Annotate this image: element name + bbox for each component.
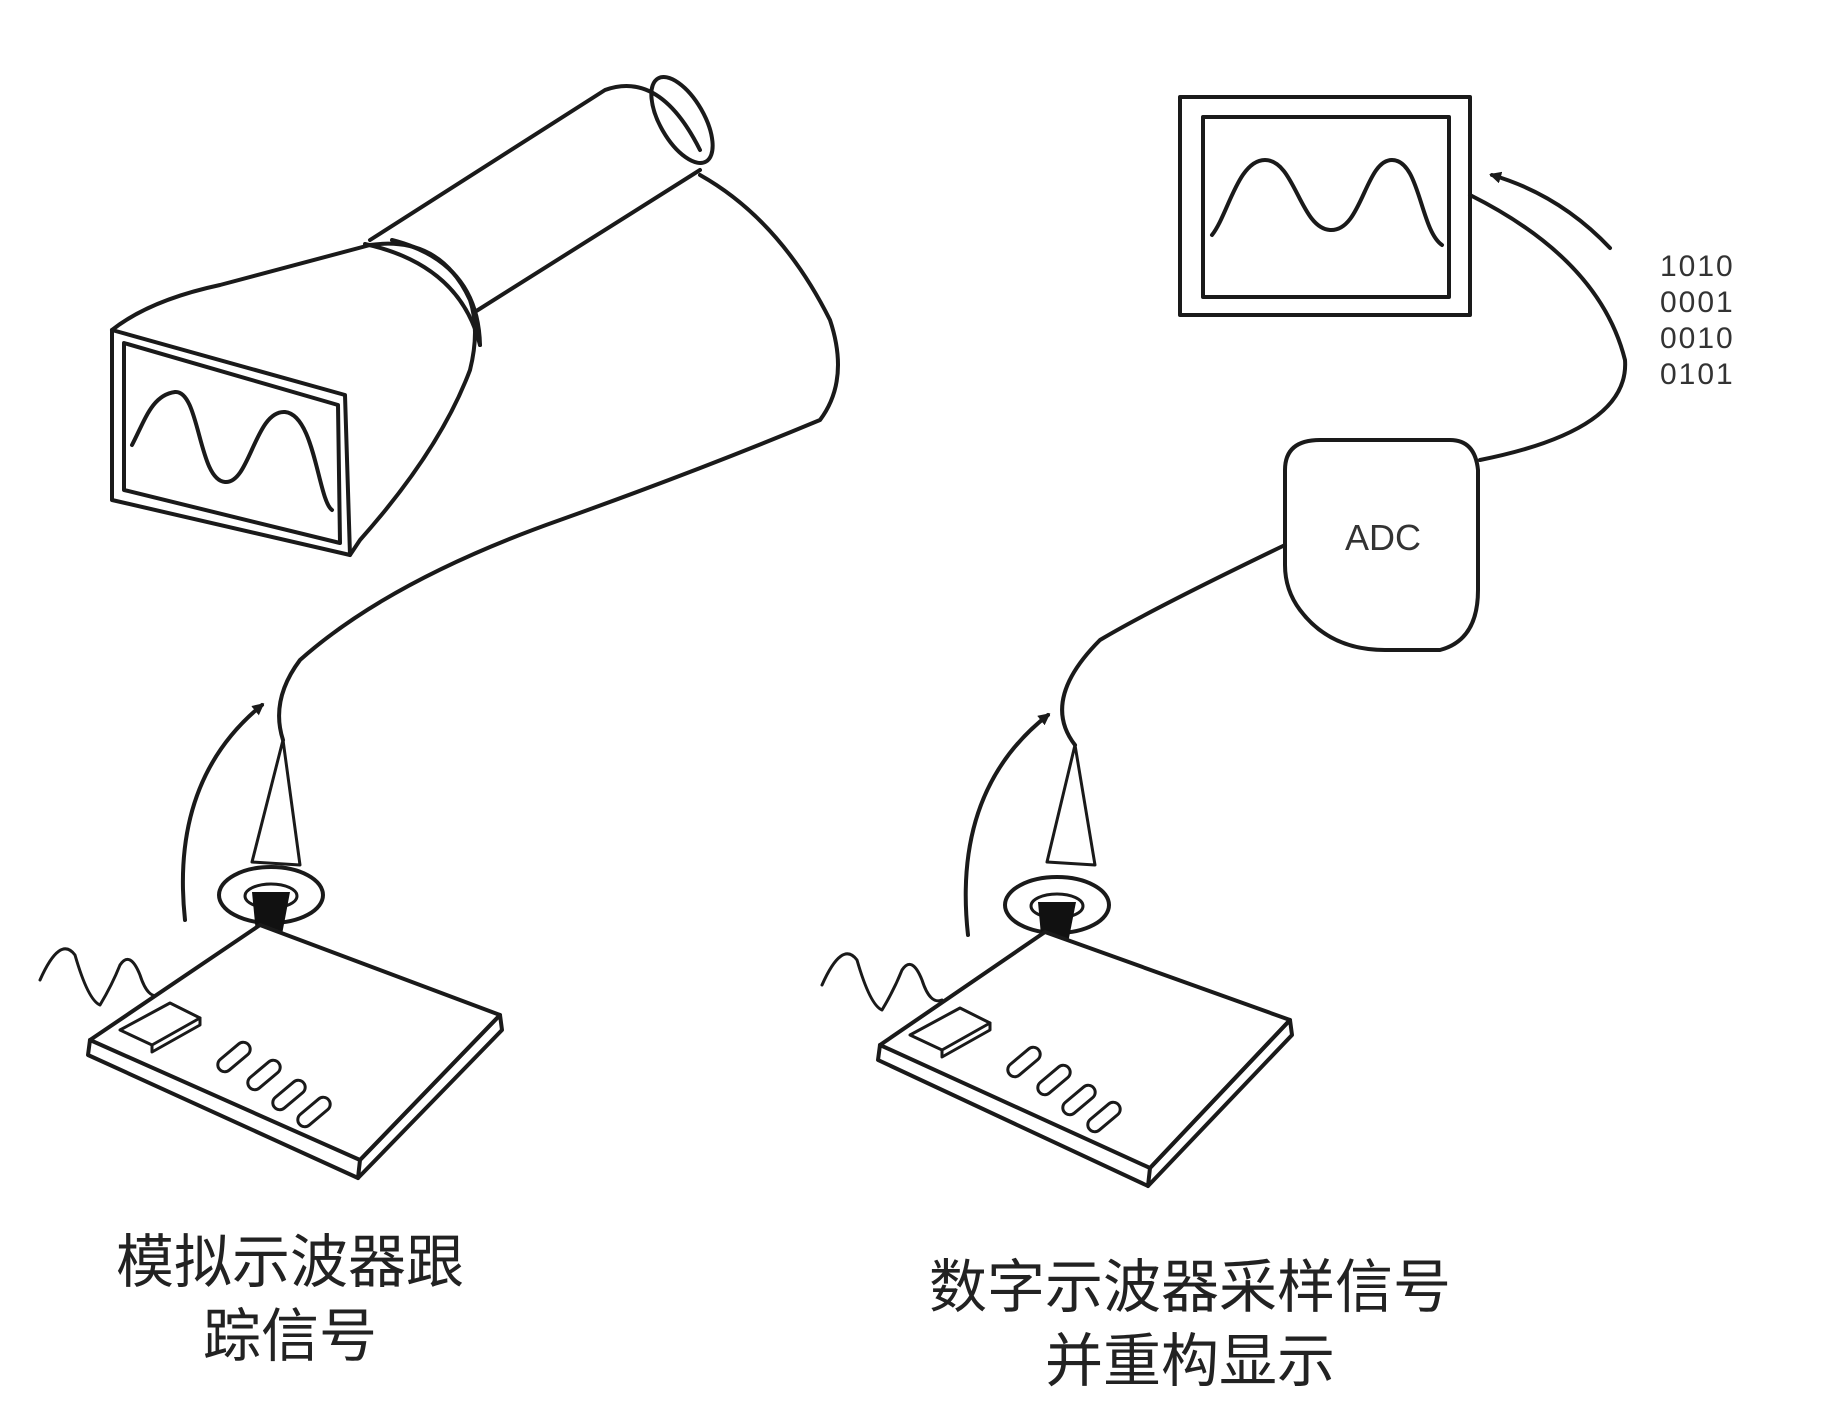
digital-caption-line-1: 数字示波器采样信号	[928, 1253, 1451, 1321]
digital-circuit-board	[876, 930, 1294, 1188]
analog-caption-line-1: 模拟示波器跟	[115, 1228, 464, 1296]
digital-display	[1178, 95, 1472, 317]
analog-waveform	[130, 390, 334, 512]
binary-line-3: 0010	[1660, 322, 1735, 355]
analog-section	[38, 75, 840, 1180]
adc-unit: ADC	[1283, 438, 1480, 652]
digital-input-wave	[820, 952, 944, 1012]
analog-circuit-board	[86, 923, 504, 1180]
digital-signal-arrow	[963, 713, 1051, 937]
binary-line-1: 1010	[1660, 250, 1735, 283]
digital-probe-cable	[1060, 543, 1287, 747]
binary-line-4: 0101	[1660, 358, 1735, 391]
analog-caption-line-2: 踪信号	[202, 1302, 377, 1370]
binary-line-2: 0001	[1660, 286, 1735, 319]
analog-caption: 模拟示波器跟 踪信号	[60, 1225, 520, 1373]
digital-waveform	[1210, 158, 1444, 247]
digital-section: 1010 0001 0010 0101 ADC	[820, 95, 1735, 1188]
digital-caption-line-2: 并重构显示	[1044, 1327, 1335, 1395]
data-to-display-arrow	[1489, 171, 1612, 250]
analog-input-wave	[38, 947, 162, 1007]
analog-signal-arrow	[180, 703, 265, 922]
adc-to-display-cable	[1468, 193, 1628, 462]
binary-data: 1010 0001 0010 0101	[1660, 250, 1735, 391]
crt-tube	[110, 75, 715, 557]
adc-label: ADC	[1345, 517, 1421, 558]
digital-caption: 数字示波器采样信号 并重构显示	[870, 1250, 1510, 1398]
analog-probe-cable	[277, 173, 840, 742]
